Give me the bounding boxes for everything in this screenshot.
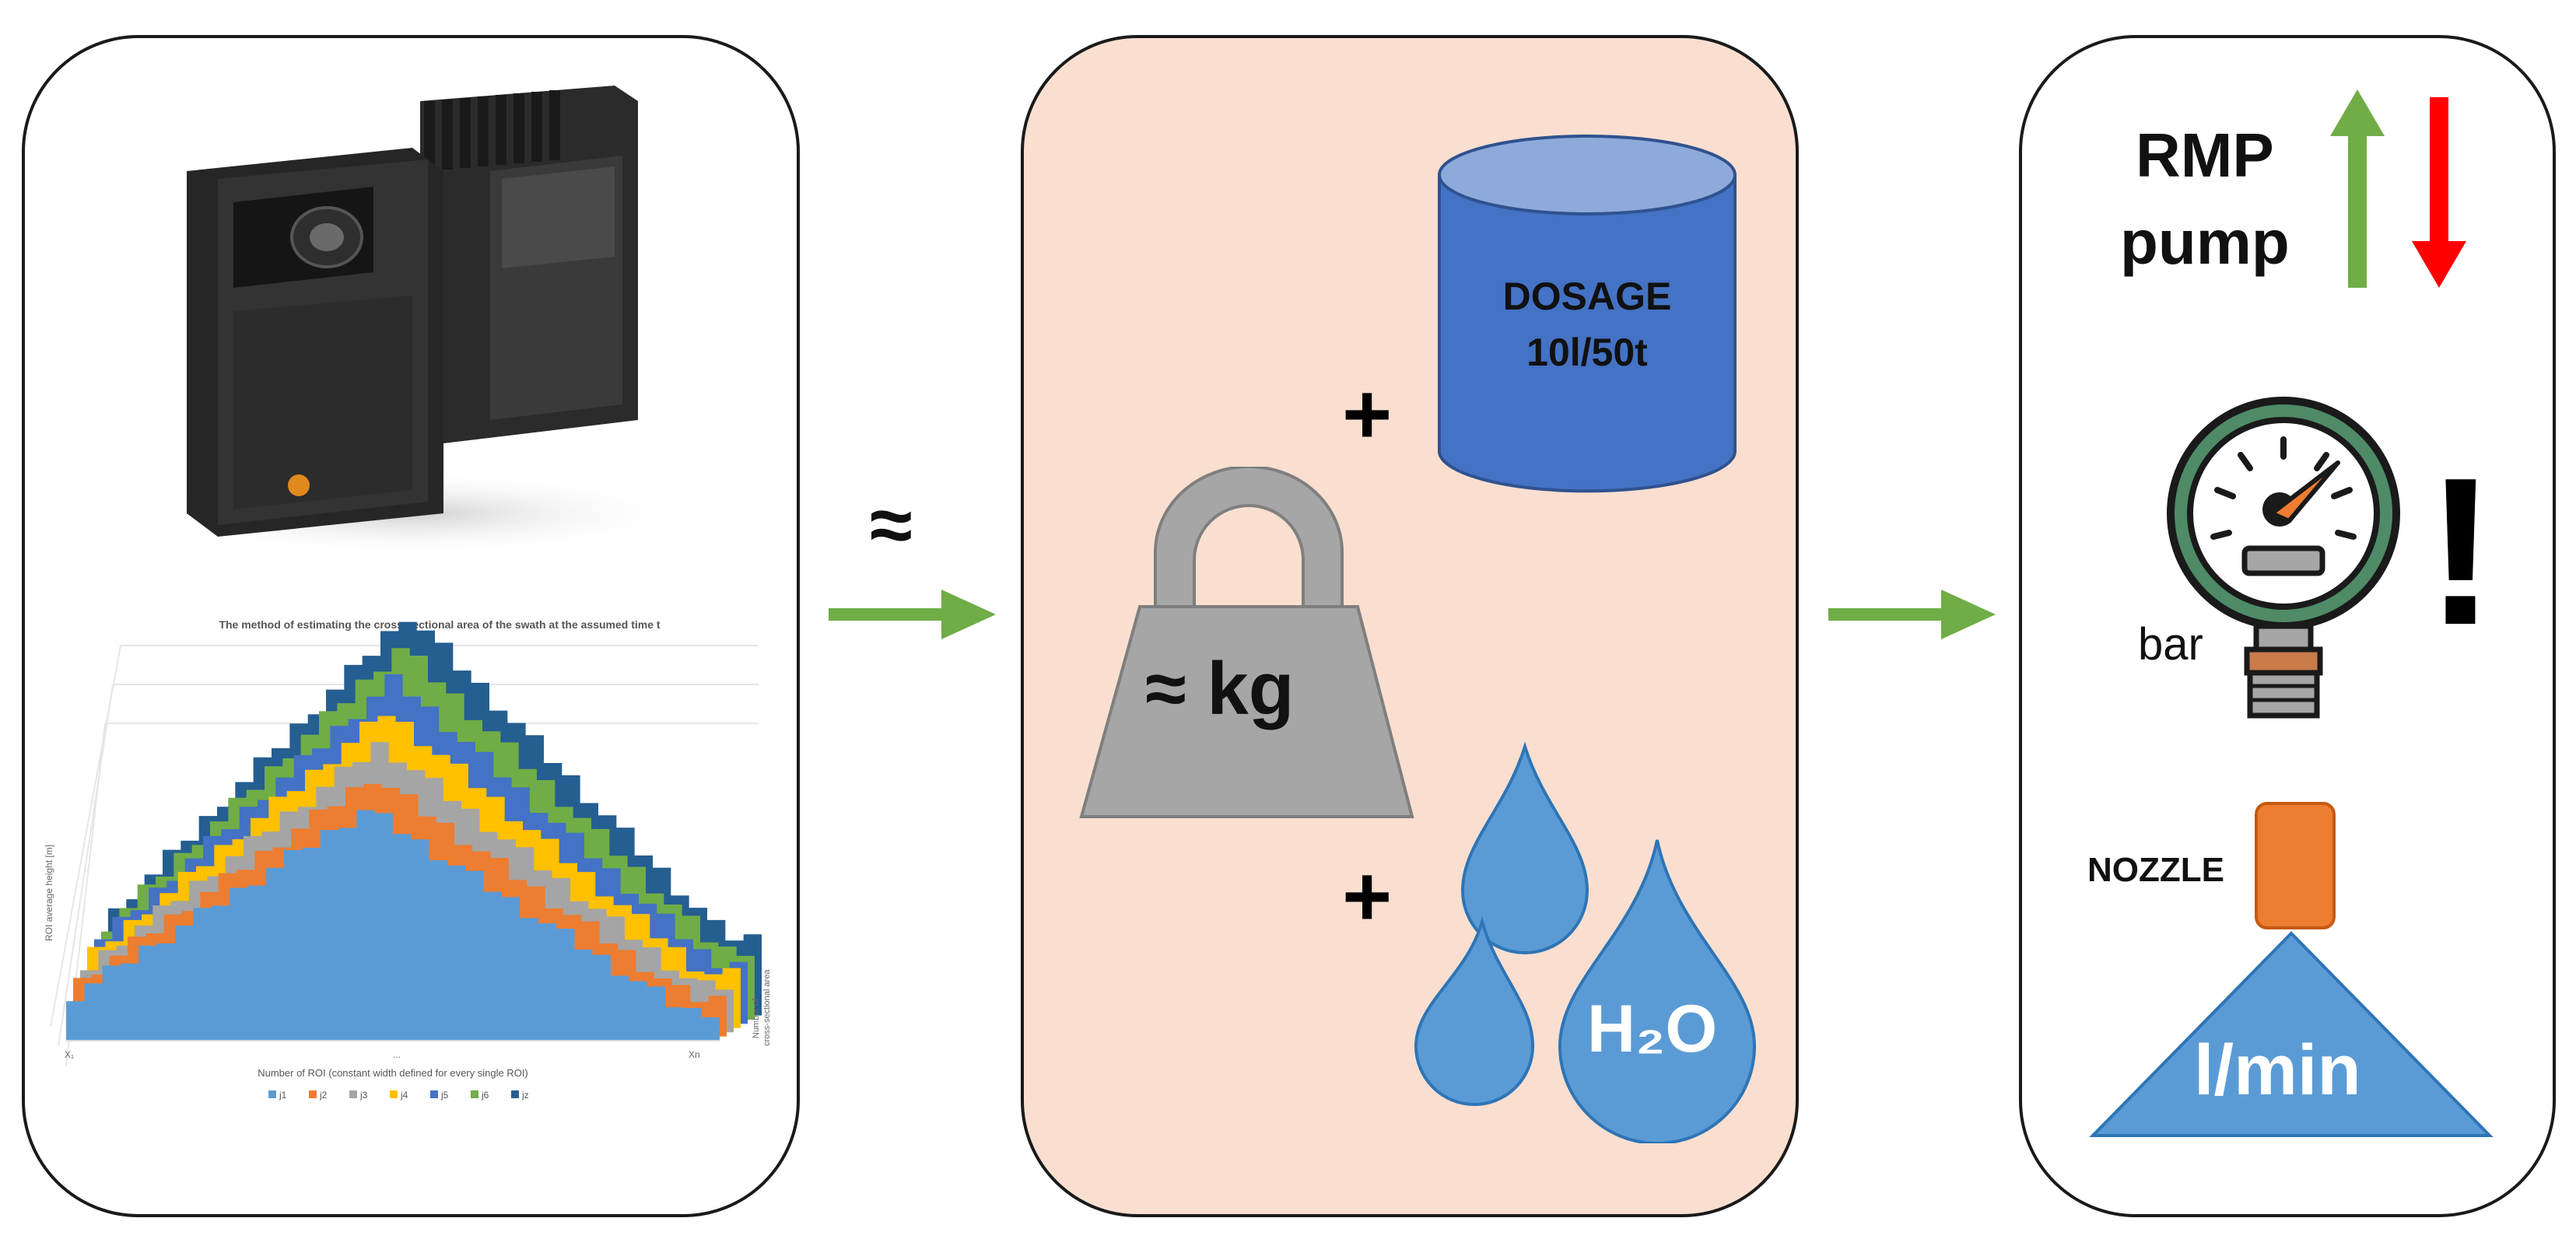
chart-series xyxy=(66,621,762,1041)
rmp-label-line2: pump xyxy=(2120,208,2290,277)
gauge-unit-label: bar xyxy=(2138,619,2203,670)
legend-swatch-j4 xyxy=(390,1090,398,1098)
legend-label-j1: j1 xyxy=(279,1090,287,1101)
y-axis-label: ROI average height [m] xyxy=(44,845,54,941)
arrow-left-to-middle xyxy=(829,590,996,639)
legend-swatch-j3 xyxy=(349,1090,357,1098)
approx-symbol: ≈ xyxy=(870,481,913,569)
arrow-up-icon xyxy=(2330,89,2385,288)
dosage-label-line1: DOSAGE xyxy=(1502,275,1672,318)
legend-label-j3: j3 xyxy=(359,1090,368,1101)
x-start-tick: X₁ xyxy=(65,1049,74,1060)
spray-cone-icon xyxy=(2089,931,2494,1137)
warning-exclamation: ! xyxy=(2426,435,2496,669)
front-camera xyxy=(187,148,443,537)
nozzle-label: NOZZLE xyxy=(2087,851,2224,889)
pressure-gauge-icon xyxy=(2167,397,2400,719)
x-axis-label: Number of ROI (constant width defined fo… xyxy=(258,1067,528,1079)
legend-swatch-j6 xyxy=(471,1090,478,1098)
arrow-middle-to-right xyxy=(1828,590,1996,639)
legend-swatch-jz xyxy=(511,1090,519,1098)
plus-sign-bottom: + xyxy=(1342,849,1393,944)
legend-label-j5: j5 xyxy=(440,1090,449,1101)
chart-title: The method of estimating the cross-secti… xyxy=(219,618,660,631)
series-band-j1 xyxy=(66,810,720,1041)
plus-sign-top: + xyxy=(1342,366,1393,462)
legend-label-jz: jz xyxy=(521,1090,529,1101)
flow-rate-label: l/min xyxy=(2194,1031,2361,1110)
x-end-tick: Xn xyxy=(689,1049,700,1060)
water-label: H₂O xyxy=(1587,992,1718,1066)
dosage-tank-icon xyxy=(1438,135,1737,493)
legend-label-j6: j6 xyxy=(481,1090,489,1101)
nozzle-icon xyxy=(2255,802,2336,929)
depth-axis-label-1: Number of xyxy=(752,998,761,1038)
water-drops-icon xyxy=(1414,741,1757,1143)
depth-axis-label-2: cross-sectional area xyxy=(762,969,772,1046)
rmp-label-line1: RMP xyxy=(2136,121,2274,190)
rear-camera xyxy=(420,86,638,443)
weight-icon xyxy=(1079,467,1414,818)
swath-chart: The method of estimating the cross-secti… xyxy=(44,618,772,1101)
dosage-label-line2: 10l/50t xyxy=(1526,331,1648,374)
legend-swatch-j1 xyxy=(268,1090,276,1098)
legend-label-j2: j2 xyxy=(319,1090,328,1101)
x-mid-tick: ... xyxy=(393,1049,401,1060)
legend-swatch-j2 xyxy=(309,1090,317,1098)
chart-legend: j1 j2 j3 j4 j5 j6 jz xyxy=(268,1090,529,1101)
legend-label-j4: j4 xyxy=(400,1090,408,1101)
arrow-down-icon xyxy=(2412,97,2466,288)
weight-label: ≈ kg xyxy=(1145,647,1295,730)
legend-swatch-j5 xyxy=(430,1090,438,1098)
camera-sensors-image xyxy=(132,86,692,556)
